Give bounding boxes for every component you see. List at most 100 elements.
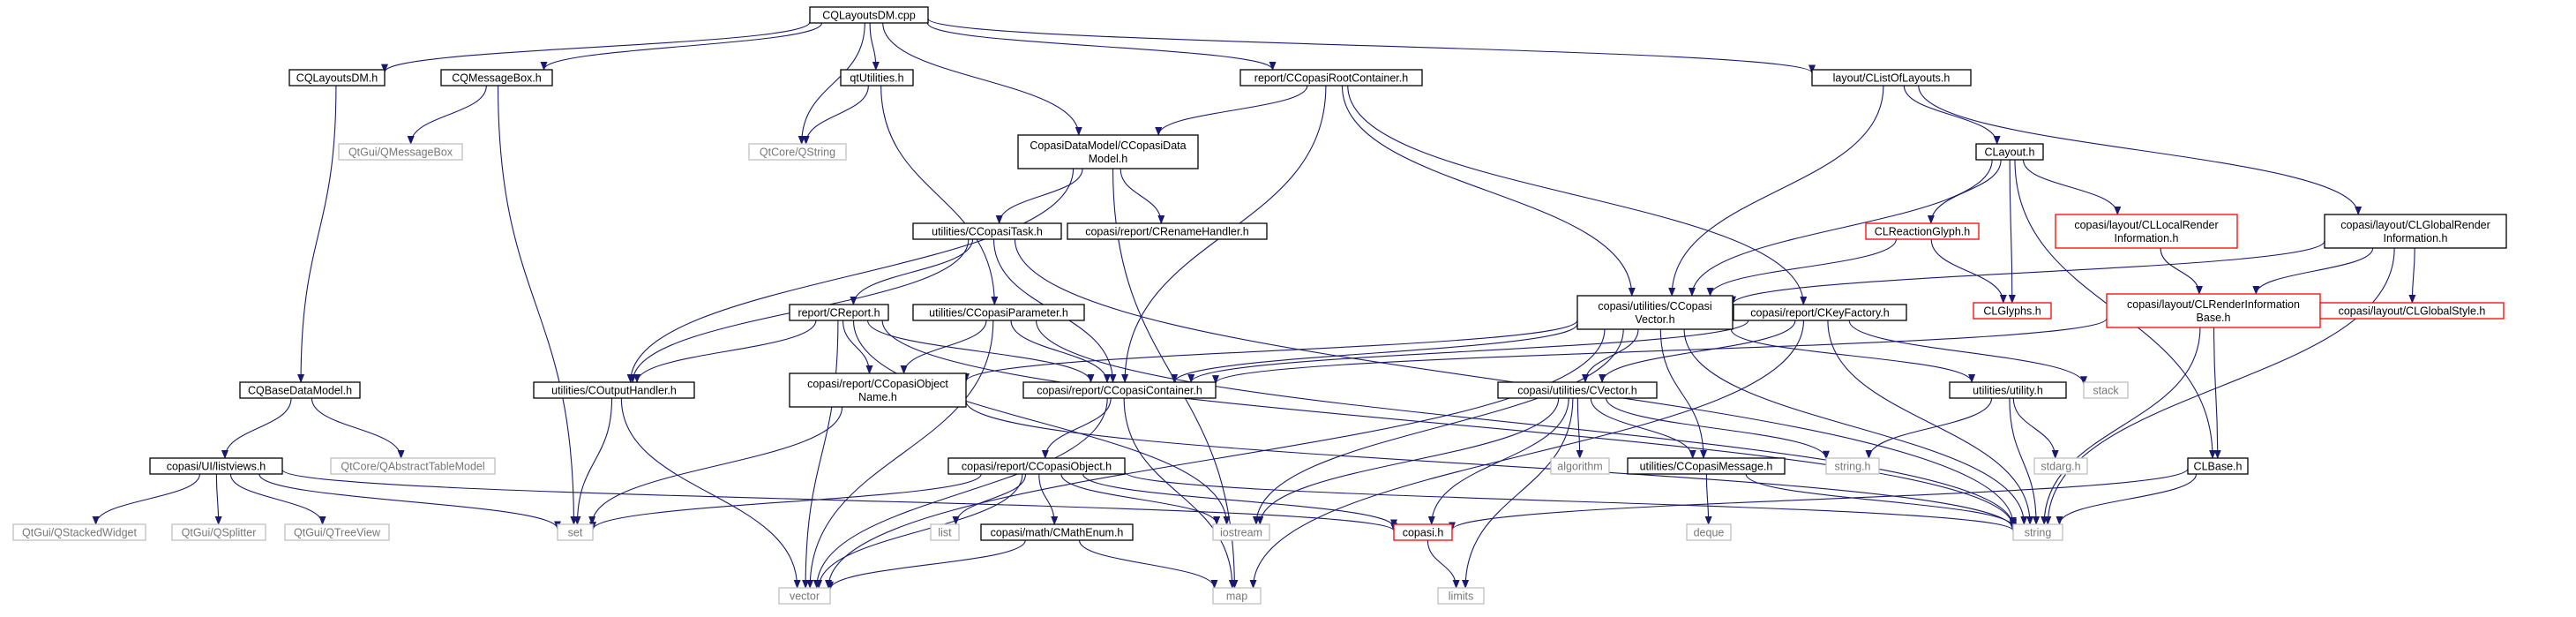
edge-ckeyfactory_h-to-map <box>1249 320 1805 589</box>
node-clbase_h[interactable]: CLBase.h <box>2187 457 2249 475</box>
node-box-clglyphs_h <box>1973 302 2052 320</box>
node-clreactionglyph_h[interactable]: CLReactionGlyph.h <box>1865 222 1980 240</box>
node-box-list <box>930 523 960 541</box>
node-label-ccopasicontainer_h-0: copasi/report/CCopasiContainer.h <box>1037 385 1202 397</box>
node-root[interactable]: CQLayoutsDM.cpp <box>809 6 929 24</box>
node-qmessagebox[interactable]: QtGui/QMessageBox <box>338 143 463 161</box>
edge-layer <box>92 18 2416 591</box>
node-cqmessagebox_h[interactable]: CQMessageBox.h <box>440 69 553 87</box>
node-box-clglobalrender_h <box>2324 214 2507 249</box>
edge-listviews_h-to-qsplitter <box>214 473 222 525</box>
node-box-creport_h <box>789 304 889 321</box>
node-label-stack-0: stack <box>2093 385 2119 397</box>
node-label-cllocalrender_h-1: Information.h <box>2115 232 2179 245</box>
node-clglobalrender_h[interactable]: copasi/layout/CLGlobalRenderInformation.… <box>2324 214 2507 249</box>
node-qabstracttablemodel[interactable]: QtCore/QAbstractTableModel <box>330 457 496 475</box>
node-cmathenum_h[interactable]: copasi/math/CMathEnum.h <box>980 523 1134 541</box>
edge-clglobalrender_h-to-ccopasivector_h <box>1729 240 2325 305</box>
node-stdarg_h[interactable]: stdarg.h <box>2033 457 2088 475</box>
node-label-cqlayoutsdm_h-0: CQLayoutsDM.h <box>296 72 378 85</box>
node-qtreeview[interactable]: QtGui/QTreeView <box>284 523 390 541</box>
node-label-clglyphs_h-0: CLGlyphs.h <box>1983 305 2041 318</box>
node-set[interactable]: set <box>557 523 594 541</box>
edge-ccopasivector_h-to-cvector_h <box>1582 328 1639 383</box>
node-string_h[interactable]: string.h <box>1825 457 1880 475</box>
node-cqbasedatamodel_h[interactable]: CQBaseDataModel.h <box>239 381 361 399</box>
node-label-stdarg_h-0: stdarg.h <box>2041 461 2080 473</box>
node-box-copasi_h <box>1393 523 1453 541</box>
node-box-stack <box>2083 381 2129 399</box>
node-label-qtutilities_h-0: qtUtilities.h <box>850 72 903 85</box>
node-ckeyfactory_h[interactable]: copasi/report/CKeyFactory.h <box>1733 304 1907 321</box>
edge-ccopasivector_h-to-utility_h <box>1730 328 1976 383</box>
edge-ccopasivector_h-to-vector <box>825 328 1606 589</box>
node-label-cmathenum_h-0: copasi/math/CMathEnum.h <box>991 527 1124 539</box>
node-string[interactable]: string <box>2012 523 2063 541</box>
node-label-limits-0: limits <box>1449 591 1473 603</box>
node-listviews_h[interactable]: copasi/UI/listviews.h <box>149 457 283 475</box>
edge-ccopasivector_h-to-ccopasimessage_h <box>1659 328 1707 459</box>
edge-clrenderinfobase_h-to-clbase_h <box>2213 327 2221 459</box>
node-clglyphs_h[interactable]: CLGlyphs.h <box>1973 302 2052 320</box>
node-limits[interactable]: limits <box>1437 587 1485 605</box>
edge-copasi_h-to-limits <box>1427 539 1460 589</box>
node-stack[interactable]: stack <box>2083 381 2129 399</box>
node-label-clglobalrender_h-0: copasi/layout/CLGlobalRender <box>2340 219 2490 231</box>
node-ccopasirootcontainer_h[interactable]: report/CCopasiRootContainer.h <box>1239 69 1423 87</box>
node-label-ccopasidatamodel_h-1: Model.h <box>1089 153 1128 165</box>
node-iostream[interactable]: iostream <box>1212 523 1270 541</box>
node-label-list-0: list <box>938 527 952 539</box>
node-ccopasimessage_h[interactable]: utilities/CCopasiMessage.h <box>1627 457 1786 475</box>
node-ccopasitask_h[interactable]: utilities/CCopasiTask.h <box>912 222 1062 240</box>
node-label-qsplitter-0: QtGui/QSplitter <box>182 527 257 539</box>
edge-ccopasiobject_h-to-iostream <box>1060 473 1221 525</box>
node-label-cvector_h-0: copasi/utilities/CVector.h <box>1517 385 1637 397</box>
node-label-ccopasivector_h-1: Vector.h <box>1635 313 1674 326</box>
edge-cvector_h-to-string_h <box>1606 397 1830 460</box>
node-box-qstackedwidget <box>12 523 146 541</box>
node-deque[interactable]: deque <box>1686 523 1732 541</box>
node-crenamehandler_h[interactable]: copasi/report/CRenameHandler.h <box>1067 222 1268 240</box>
node-qsplitter[interactable]: QtGui/QSplitter <box>171 523 266 541</box>
edge-creport_h-to-string <box>881 320 2017 529</box>
edge-ccopasiobject_h-to-vector <box>815 473 1023 589</box>
node-qtutilities_h[interactable]: qtUtilities.h <box>840 69 914 87</box>
node-copasi_h[interactable]: copasi.h <box>1393 523 1453 541</box>
edge-cqmessagebox_h-to-set <box>498 85 578 525</box>
edge-cvector_h-to-copasi_h <box>1427 397 1569 525</box>
edge-ccopasiobject_h-to-list <box>952 473 1027 525</box>
node-algorithm[interactable]: algorithm <box>1550 457 1610 475</box>
node-box-listviews_h <box>149 457 283 475</box>
edge-listviews_h-to-set <box>258 473 561 530</box>
node-ccopasicontainer_h[interactable]: copasi/report/CCopasiContainer.h <box>1022 381 1217 399</box>
edge-clayout_h-to-clglyphs_h <box>2008 159 2016 304</box>
node-label-utility_h-0: utilities/utility.h <box>1973 385 2043 397</box>
node-label-qstring-0: QtCore/QString <box>760 147 835 159</box>
node-box-qtutilities_h <box>840 69 914 87</box>
node-cqlayoutsdm_h[interactable]: CQLayoutsDM.h <box>288 69 386 87</box>
node-clayout_h[interactable]: CLayout.h <box>1975 143 2044 161</box>
node-qstackedwidget[interactable]: QtGui/QStackedWidget <box>12 523 146 541</box>
node-clistoflayouts_h[interactable]: layout/CListOfLayouts.h <box>1811 69 1972 87</box>
node-map[interactable]: map <box>1212 587 1262 605</box>
node-list[interactable]: list <box>930 523 960 541</box>
node-utility_h[interactable]: utilities/utility.h <box>1949 381 2067 399</box>
edge-root-to-cqmessagebox_h <box>540 22 823 71</box>
node-vector[interactable]: vector <box>778 587 831 605</box>
node-qstring[interactable]: QtCore/QString <box>748 143 847 161</box>
node-box-root <box>809 6 929 24</box>
node-ccopasiobject_h[interactable]: copasi/report/CCopasiObject.h <box>947 457 1126 475</box>
node-clglobalstyle_h[interactable]: copasi/layout/CLGlobalStyle.h <box>2319 302 2505 320</box>
node-ccopasiparameter_h[interactable]: utilities/CCopasiParameter.h <box>912 304 1085 321</box>
edge-ccopasiparameter_h-to-ccopasicontainer_h <box>1010 320 1111 383</box>
node-coutputhandler_h[interactable]: utilities/COutputHandler.h <box>533 381 695 399</box>
node-cvector_h[interactable]: copasi/utilities/CVector.h <box>1497 381 1658 399</box>
node-creport_h[interactable]: report/CReport.h <box>789 304 889 321</box>
node-box-map <box>1212 587 1262 605</box>
